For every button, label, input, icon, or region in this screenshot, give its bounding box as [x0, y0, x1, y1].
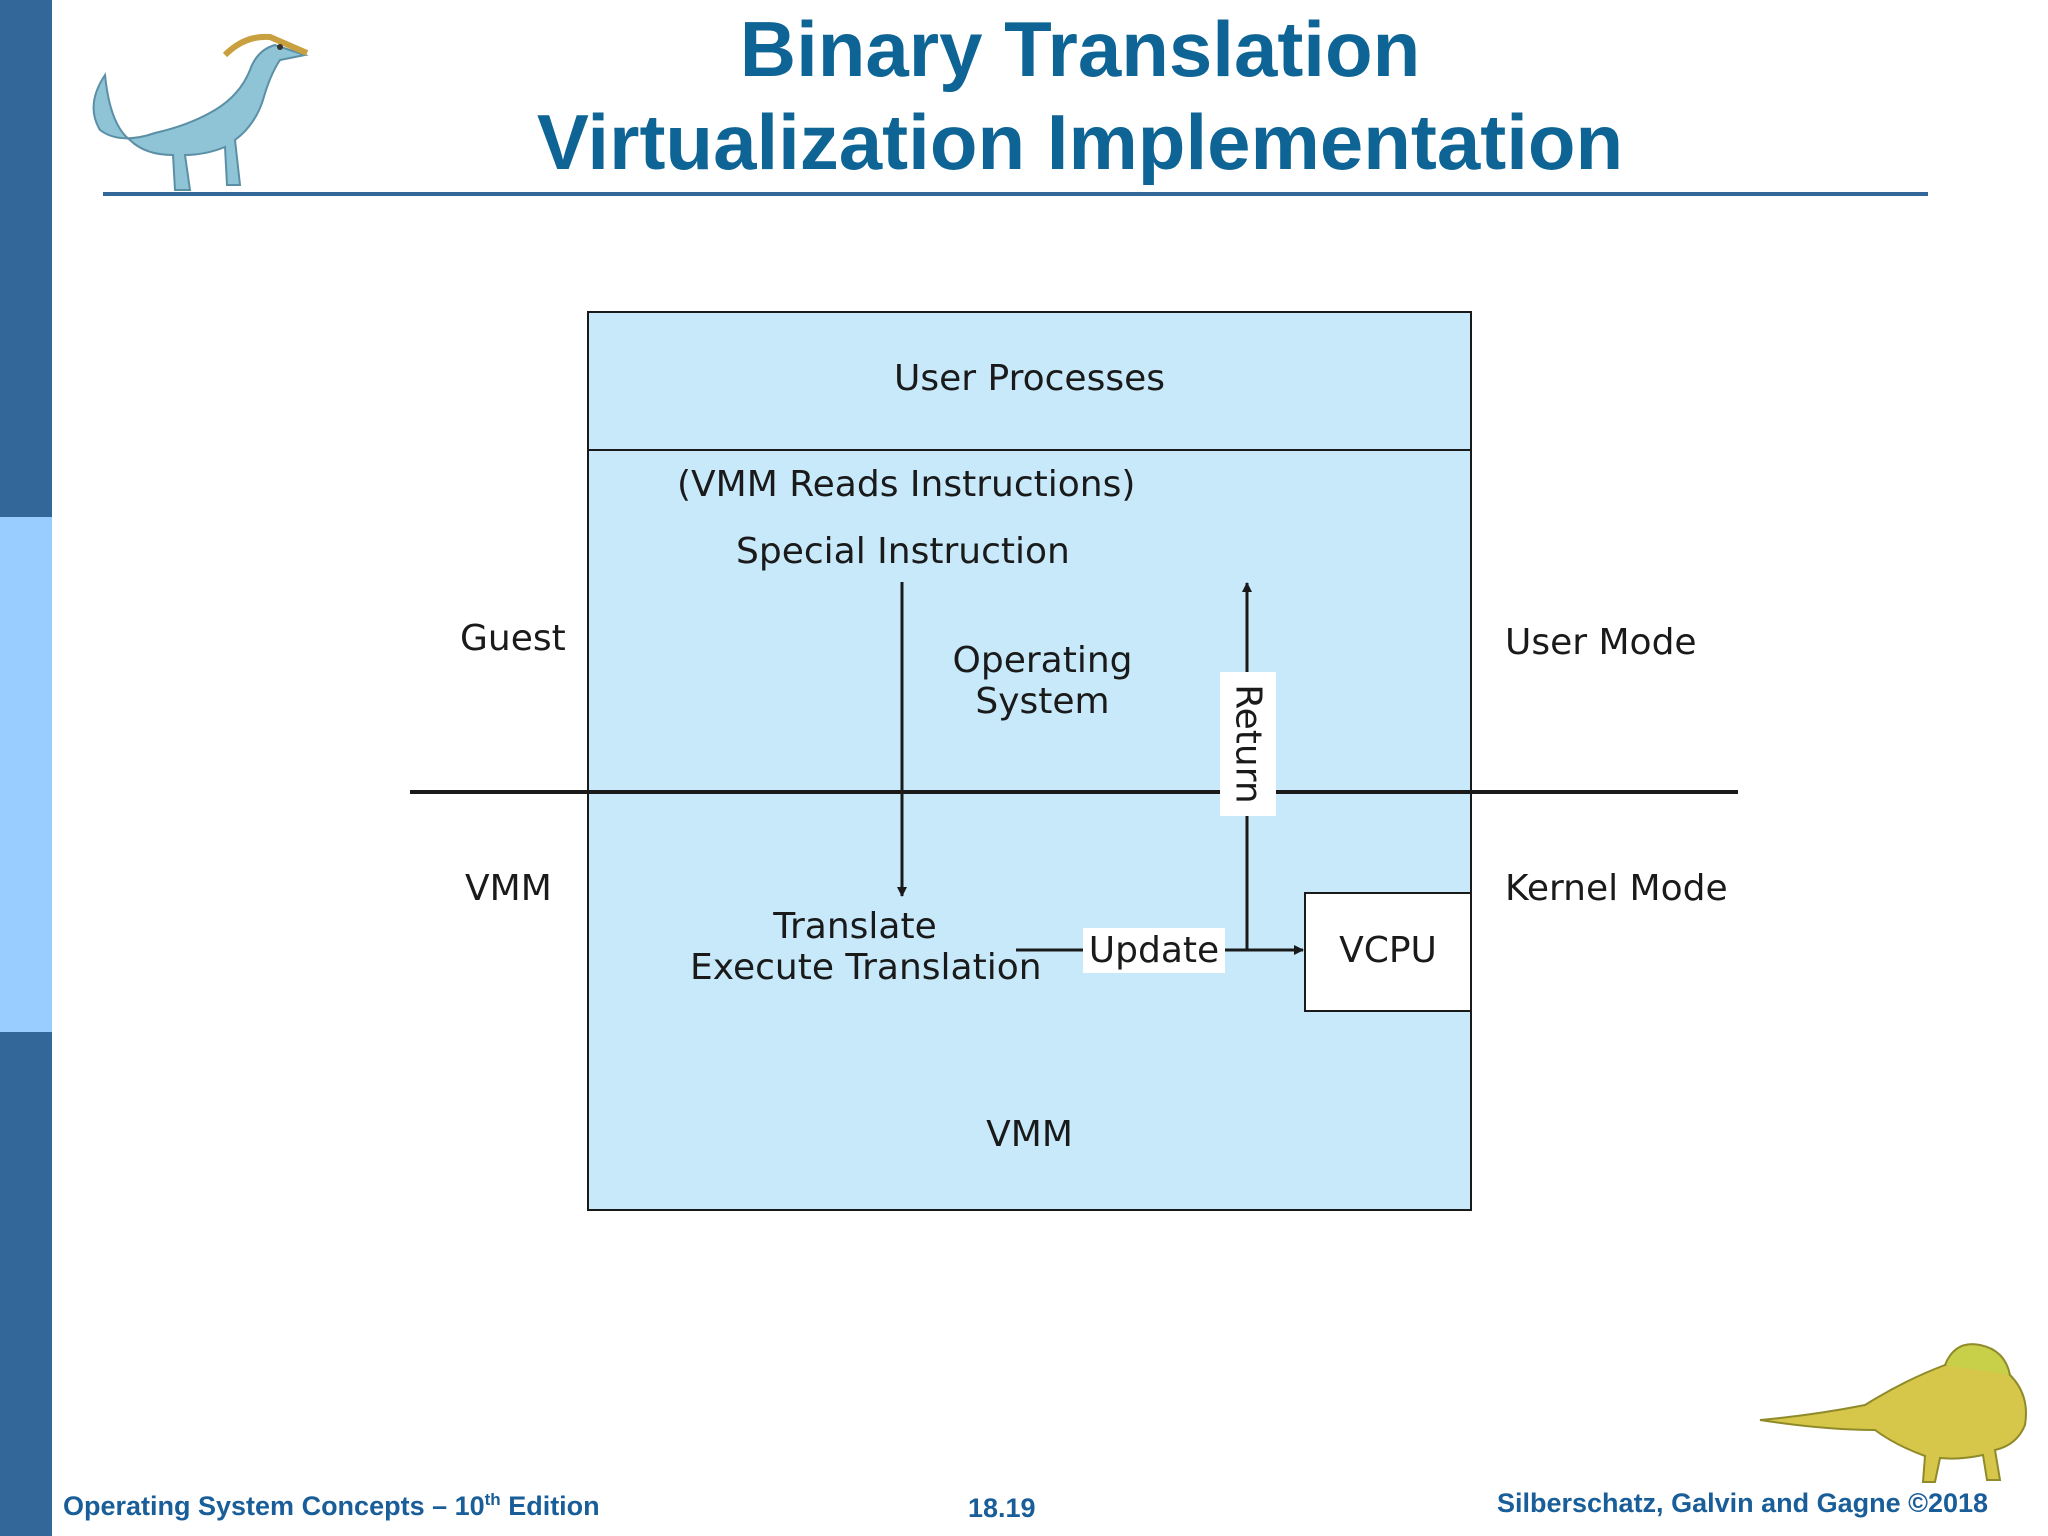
vcpu-label: VCPU [1339, 930, 1437, 971]
user-mode-label: User Mode [1505, 622, 1697, 663]
slide-title-line-1: Binary Translation [739, 5, 1421, 93]
translate-line-1: Translate [773, 906, 937, 947]
guest-label: Guest [460, 618, 566, 659]
footer-authors: Silberschatz, Galvin and Gagne ©2018 [1497, 1488, 1989, 1518]
footer-book-title-suffix: Edition [500, 1491, 600, 1521]
update-label: Update [1083, 928, 1225, 974]
footer-book-title-sup: th [484, 1490, 501, 1509]
dinosaur-icon-top [92, 33, 309, 191]
side-bar-highlight [0, 517, 52, 1032]
dinosaur-icon-bottom [1759, 1343, 2027, 1483]
vmm-bottom-label: VMM [986, 1114, 1073, 1155]
operating-system-line-1: Operating [952, 640, 1133, 681]
return-label: Return [1227, 684, 1269, 804]
footer-page-number: 18.19 [968, 1493, 1036, 1523]
operating-system-label: Operating System [900, 640, 1185, 723]
kernel-mode-label: Kernel Mode [1505, 868, 1728, 909]
translate-label: Translate Execute Translation [690, 906, 1042, 989]
footer-book-title: Operating System Concepts – 10th Edition [63, 1490, 600, 1522]
vcpu-box [1304, 892, 1472, 1012]
vmm-reads-label: (VMM Reads Instructions) [677, 464, 1136, 505]
slide-title-line-2: Virtualization Implementation [536, 98, 1624, 186]
return-label-box: Return [1220, 672, 1276, 816]
special-instruction-label: Special Instruction [736, 531, 1070, 572]
translate-line-2: Execute Translation [690, 947, 1042, 989]
system-box [587, 311, 1472, 1211]
operating-system-line-2: System [975, 681, 1110, 723]
title-divider [103, 192, 1928, 196]
vmm-side-label: VMM [465, 868, 552, 909]
user-processes-label: User Processes [894, 358, 1165, 399]
footer-book-title-prefix: Operating System Concepts – 10 [63, 1491, 485, 1521]
